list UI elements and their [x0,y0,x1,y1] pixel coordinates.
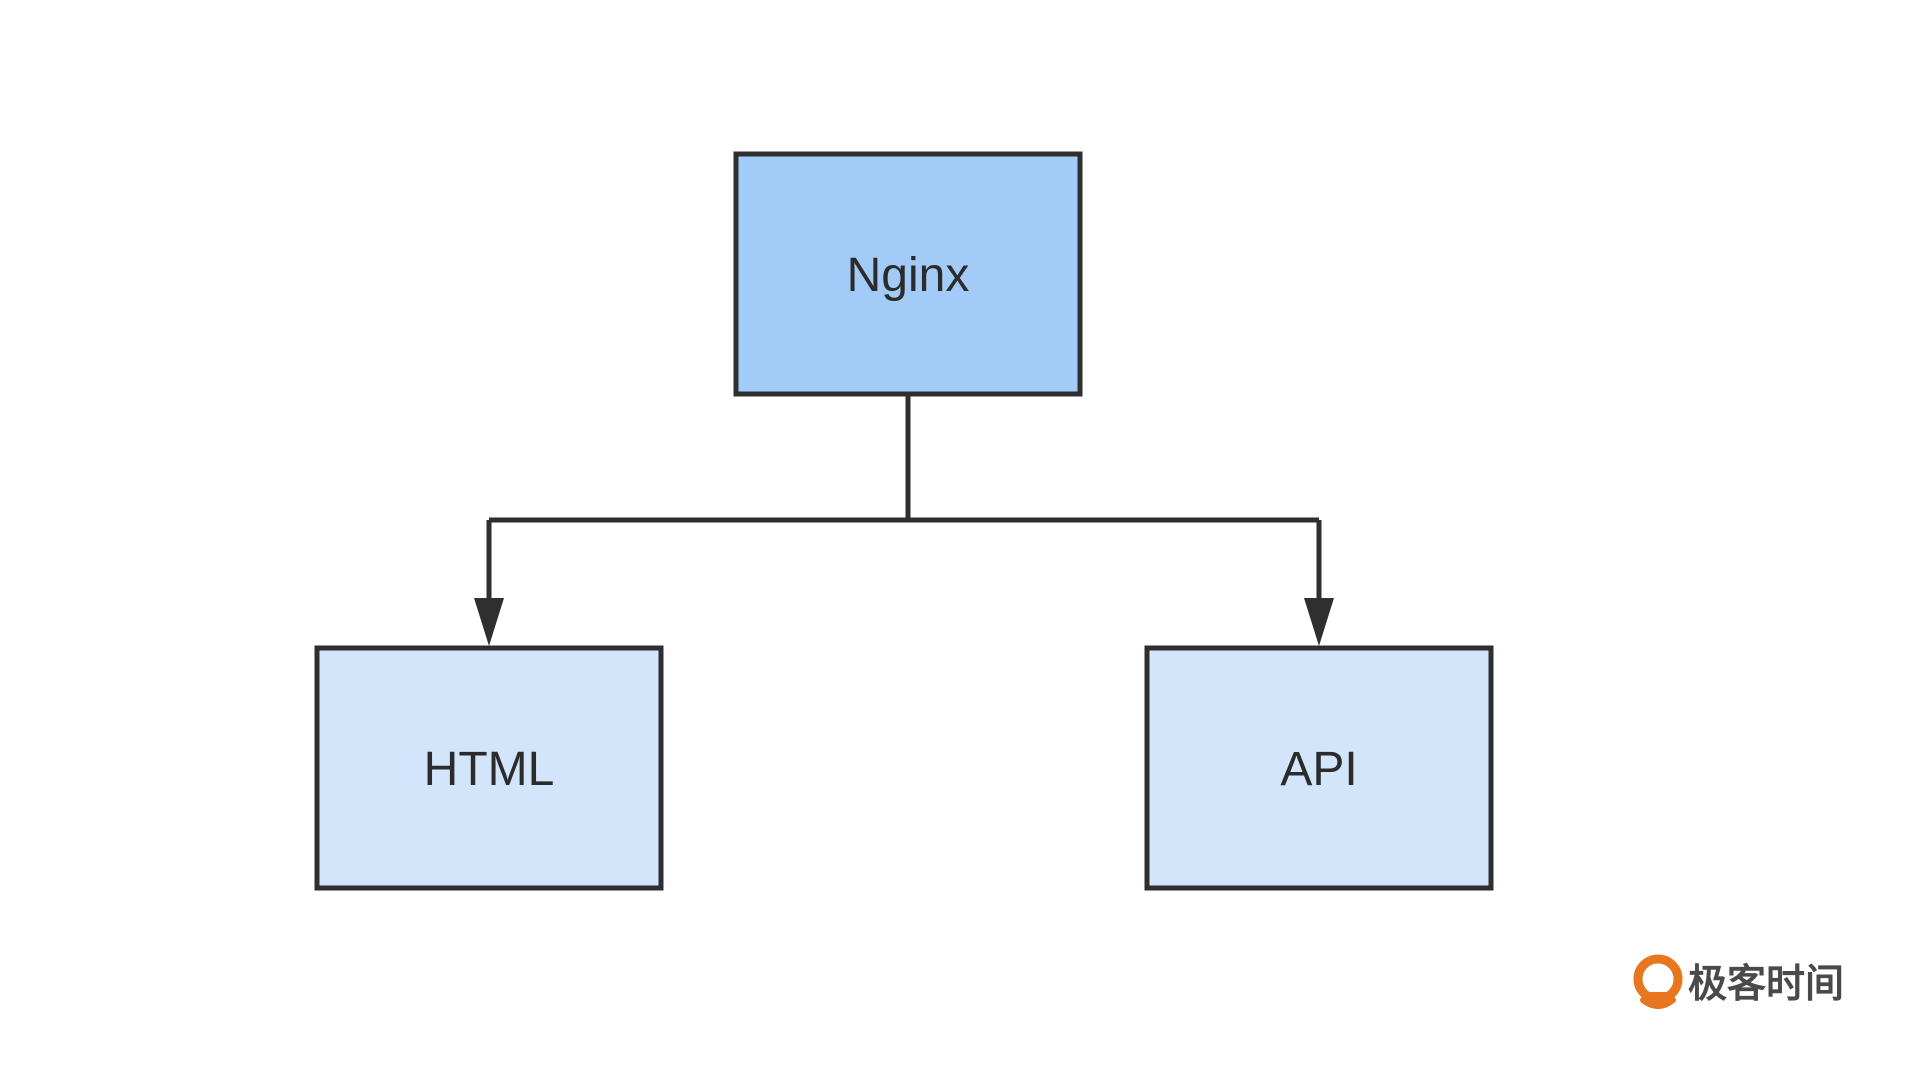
brand-name: 极客时间 [1688,962,1844,1007]
node-api-box [1144,645,1494,891]
node-html-box [314,645,664,891]
brand-logo-icon [1633,954,1683,1009]
node-html-label: HTML [424,743,555,796]
node-html[interactable]: HTML [314,645,664,891]
brand-watermark: 极客时间 [1633,954,1844,1009]
node-nginx[interactable]: Nginx [733,151,1083,397]
connectors [486,394,1322,610]
node-api-label: API [1280,743,1357,796]
node-nginx-label: Nginx [847,249,970,302]
node-api[interactable]: API [1144,645,1494,891]
node-nginx-box [733,151,1083,397]
arrowhead-to-api [1304,598,1334,646]
arrowhead-to-html [474,598,504,646]
